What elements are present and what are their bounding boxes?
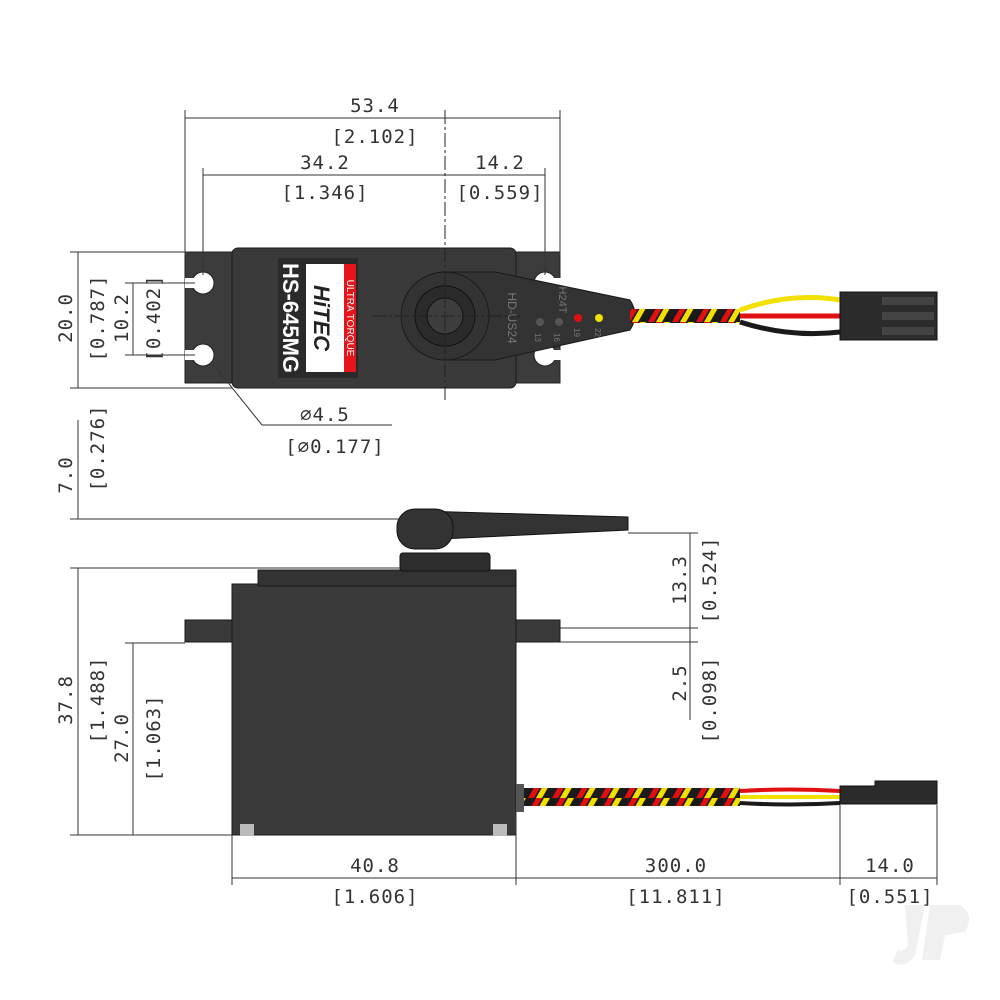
dim-hole-diameter-mm: ⌀4.5: [300, 404, 350, 426]
dim-total-height-mm: 37.8: [55, 675, 77, 725]
servo-horn-side: [396, 508, 629, 550]
connector-side: [839, 780, 938, 805]
dim-hole-spacing-mm: 10.2: [111, 293, 133, 343]
servo-body-side: [231, 583, 517, 836]
dim-shaft-to-hole-mm: 14.2: [475, 152, 525, 174]
tagline-text: ULTRA TORQUE: [344, 280, 355, 357]
dim-body-width-mm: 20.0: [55, 293, 77, 343]
connector-top: [839, 291, 938, 341]
servo-wire-split: [739, 295, 841, 337]
horn-hole-19: 19: [572, 328, 581, 337]
horn-hole-22: 22: [593, 328, 602, 337]
dim-flange-height-in: [1.063]: [143, 694, 165, 781]
dim-horn-height-in: [0.276]: [87, 404, 109, 491]
dim-hole-to-shaft-in: [1.346]: [281, 182, 368, 204]
dim-connector-length-mm: 14.0: [865, 855, 915, 877]
dim-hole-diameter-in: [⌀0.177]: [285, 436, 385, 458]
horn-spline-text: H24T: [556, 287, 568, 314]
top-view: HS-645MG HiTEC ULTRA TORQUE HD-US24 H24T…: [184, 110, 938, 400]
dimension-labels: 53.4 [2.102] 34.2 [1.346] 14.2 [0.559] 2…: [55, 95, 933, 908]
dim-horn-height-mm: 7.0: [55, 456, 77, 493]
product-label: HS-645MG HiTEC ULTRA TORQUE: [278, 258, 358, 378]
dim-flange-thickness-in: [0.098]: [699, 656, 721, 743]
horn-hole-16: 16: [552, 333, 561, 342]
dim-body-width-in: [0.787]: [87, 274, 109, 361]
dim-body-length-in: [1.606]: [331, 886, 418, 908]
dim-wire-length-in: [11.811]: [626, 886, 726, 908]
dim-wire-length-mm: 300.0: [645, 855, 707, 877]
model-text: HS-645MG: [278, 263, 303, 373]
dim-shaft-to-hole-in: [0.559]: [456, 182, 543, 204]
dim-flange-height-mm: 27.0: [111, 713, 133, 763]
dim-hole-to-shaft-mm: 34.2: [300, 152, 350, 174]
servo-wire-top: [630, 309, 740, 323]
watermark-logo: [892, 905, 969, 965]
dim-top-to-flange-mm: 13.3: [669, 555, 691, 605]
brand-logo: HiTEC: [309, 285, 334, 352]
dim-hole-spacing-in: [0.402]: [143, 274, 165, 361]
horn-hole-13: 13: [533, 333, 542, 342]
dim-overall-width-mm: 53.4: [350, 95, 400, 117]
dim-flange-thickness-mm: 2.5: [669, 664, 691, 701]
dimension-lines: [70, 110, 938, 885]
side-view: [184, 508, 938, 836]
dim-top-to-flange-in: [0.524]: [699, 536, 721, 623]
servo-wire-side: [524, 788, 740, 806]
dim-connector-length-in: [0.551]: [846, 886, 933, 908]
dim-total-height-in: [1.488]: [87, 656, 109, 743]
servo-wire-side-split: [739, 787, 841, 807]
horn-part-text: HD-US24: [505, 292, 519, 344]
dim-body-length-mm: 40.8: [350, 855, 400, 877]
dim-overall-width-in: [2.102]: [331, 126, 418, 148]
